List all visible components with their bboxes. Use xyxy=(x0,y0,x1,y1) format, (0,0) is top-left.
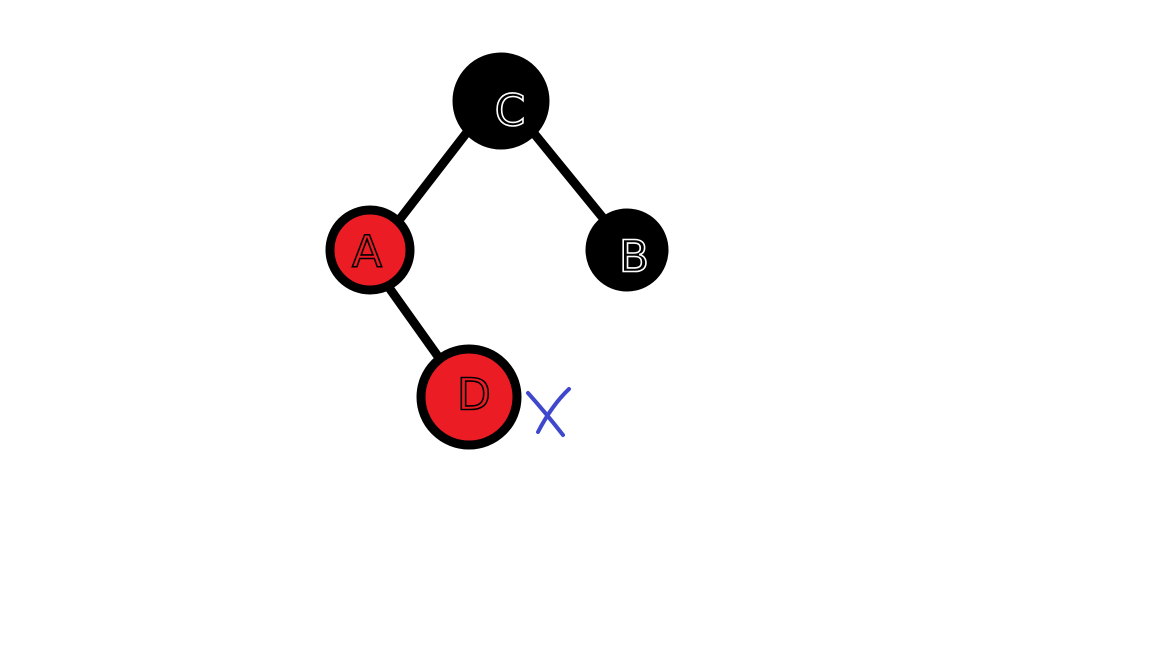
node-b-label: B xyxy=(619,232,649,283)
node-c-circle xyxy=(452,52,550,150)
x-mark-stroke-2 xyxy=(536,387,571,434)
node-b: B xyxy=(585,208,669,292)
edge-a-d xyxy=(380,277,447,367)
edge-c-b xyxy=(523,121,617,234)
node-d-circle xyxy=(416,344,522,450)
x-mark-stroke-1 xyxy=(526,391,565,437)
node-c: C xyxy=(452,52,550,150)
node-d: D xyxy=(416,344,522,450)
node-a: A xyxy=(325,205,415,295)
node-d-label: D xyxy=(457,370,491,421)
edge-c-a xyxy=(388,113,483,233)
node-b-circle xyxy=(585,208,669,292)
node-a-label: A xyxy=(352,227,382,278)
node-a-circle xyxy=(325,205,415,295)
node-c-label: C xyxy=(495,86,526,137)
x-mark xyxy=(526,387,571,437)
